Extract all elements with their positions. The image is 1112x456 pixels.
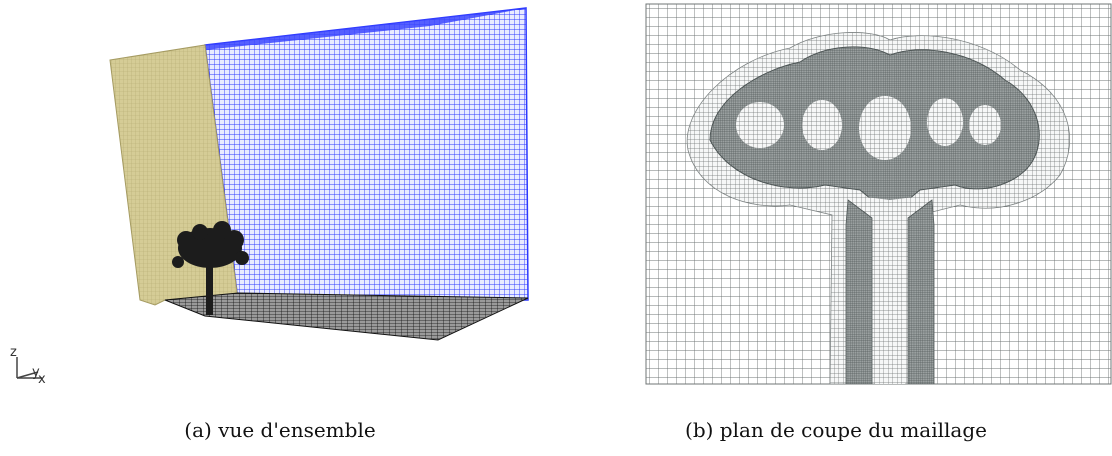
crown-hole-center bbox=[859, 96, 911, 160]
trunk-right-mesh bbox=[907, 199, 935, 384]
caption-section: (b) plan de coupe du maillage bbox=[560, 418, 1112, 442]
axes-triad-icon: z y x bbox=[10, 345, 46, 387]
panel-overview: z y x (a) vue d'ensemble bbox=[0, 7, 560, 442]
panel-section: (b) plan de coupe du maillage bbox=[560, 0, 1112, 456]
crown-hole-right bbox=[969, 105, 1001, 145]
branch-gap bbox=[810, 190, 970, 384]
axis-z-label: z bbox=[10, 345, 17, 360]
caption-overview: (a) vue d'ensemble bbox=[0, 418, 560, 442]
caption-label: (b) bbox=[685, 418, 714, 442]
back-wall-mesh bbox=[204, 7, 529, 301]
top-edge-mesh bbox=[110, 8, 526, 60]
caption-label: (a) bbox=[184, 418, 212, 442]
axis-x-label: x bbox=[38, 372, 46, 387]
overview-mesh-figure: z y x bbox=[10, 7, 529, 387]
caption-text: plan de coupe du maillage bbox=[719, 418, 987, 442]
trunk-left-mesh bbox=[845, 199, 873, 384]
crown-hole-left bbox=[736, 102, 784, 148]
crown-hole-mid-left bbox=[802, 100, 842, 150]
axis-y-label: y bbox=[32, 365, 40, 380]
tree-silhouette-icon bbox=[172, 221, 249, 315]
section-mesh-figure bbox=[645, 3, 1112, 385]
floor-mesh bbox=[164, 292, 529, 341]
caption-text: vue d'ensemble bbox=[218, 418, 376, 442]
crown-hole-mid-right bbox=[927, 98, 963, 146]
